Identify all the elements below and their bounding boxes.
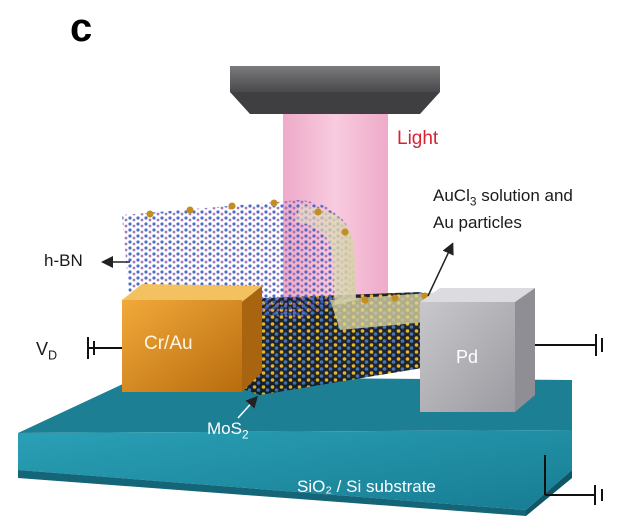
objective-lens [230, 66, 440, 114]
aucl3-solution-text: solution and [476, 186, 573, 205]
pd-label: Pd [456, 347, 479, 367]
aucl3-label: AuCl3 solution and Au particles [433, 185, 573, 234]
wiring [87, 334, 603, 505]
panel-letter: c [70, 6, 93, 50]
light-label: Light [397, 128, 439, 149]
au-particles-text: Au particles [433, 213, 522, 233]
cr-au-label: Cr/Au [144, 333, 193, 354]
cr-au-electrode [122, 284, 262, 392]
vd-label: VD [36, 339, 57, 363]
aucl3-text: AuCl [433, 186, 470, 205]
hbn-label: h-BN [44, 251, 83, 270]
mos2-label: MoS2 [207, 419, 249, 441]
pd-electrode [420, 288, 535, 412]
mos2-main: MoS [207, 419, 242, 438]
substrate-label: SiO₂ / Si substrate [297, 477, 436, 496]
vd-subscript: D [48, 348, 58, 363]
vd-main: V [36, 339, 49, 359]
annotation-arrows [101, 242, 454, 419]
aucl3-subscript: 3 [469, 194, 477, 209]
mos2-subscript: 2 [241, 427, 249, 442]
